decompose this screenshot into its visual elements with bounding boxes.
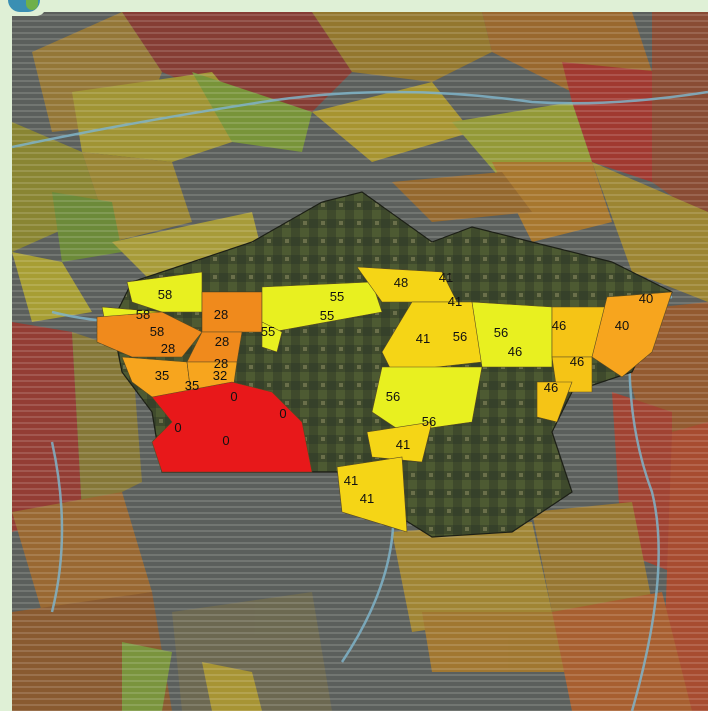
label-z25: 56 [422, 414, 436, 429]
label-z16: 55 [320, 308, 334, 323]
label-z9: 35 [185, 378, 199, 393]
label-z26: 46 [552, 318, 566, 333]
label-z34: 41 [360, 491, 374, 506]
label-z2: 58 [136, 307, 150, 322]
label-z29: 46 [544, 380, 558, 395]
zone-z15[interactable] [261, 281, 383, 333]
zone-z23[interactable] [471, 301, 553, 368]
zone-z24[interactable] [371, 366, 483, 433]
label-z19: 41 [439, 270, 453, 285]
label-z1: 58 [158, 287, 172, 302]
label-z12: 0 [279, 406, 286, 421]
label-z14: 0 [222, 433, 229, 448]
label-z28: 46 [570, 354, 584, 369]
zone-labels: 58 58 58 28 28 28 28 35 35 32 0 0 0 0 55… [136, 270, 653, 506]
zone-z4[interactable] [96, 311, 203, 358]
zone-z5[interactable] [201, 291, 263, 333]
label-z21: 41 [416, 331, 430, 346]
label-z13: 0 [174, 420, 181, 435]
label-z27: 46 [508, 344, 522, 359]
label-z6: 28 [215, 334, 229, 349]
label-z7: 28 [214, 356, 228, 371]
zone-z30[interactable] [591, 291, 673, 378]
label-z17: 55 [261, 324, 275, 339]
label-z5: 28 [161, 341, 175, 356]
label-z4: 28 [214, 307, 228, 322]
zone-z29[interactable] [536, 381, 573, 423]
zone-z11[interactable] [151, 381, 313, 473]
zone-z16[interactable] [261, 321, 283, 353]
label-z22: 56 [453, 329, 467, 344]
label-z20: 41 [448, 294, 462, 309]
zone-z33[interactable] [336, 456, 408, 533]
label-z3: 58 [150, 324, 164, 339]
label-z10: 32 [213, 368, 227, 383]
label-z32: 41 [396, 437, 410, 452]
corner-logo [0, 0, 46, 16]
zones [96, 266, 673, 533]
label-z18: 48 [394, 275, 408, 290]
label-z15: 55 [330, 289, 344, 304]
watershed-map[interactable]: 58 58 58 28 28 28 28 35 35 32 0 0 0 0 55… [12, 12, 708, 711]
label-z8: 35 [155, 368, 169, 383]
label-z33: 41 [344, 473, 358, 488]
label-z31: 40 [615, 318, 629, 333]
zone-z1[interactable] [126, 271, 203, 313]
label-z23: 56 [494, 325, 508, 340]
label-z30: 40 [639, 291, 653, 306]
label-z24: 56 [386, 389, 400, 404]
zone-z32[interactable] [366, 421, 433, 463]
label-z11: 0 [230, 389, 237, 404]
